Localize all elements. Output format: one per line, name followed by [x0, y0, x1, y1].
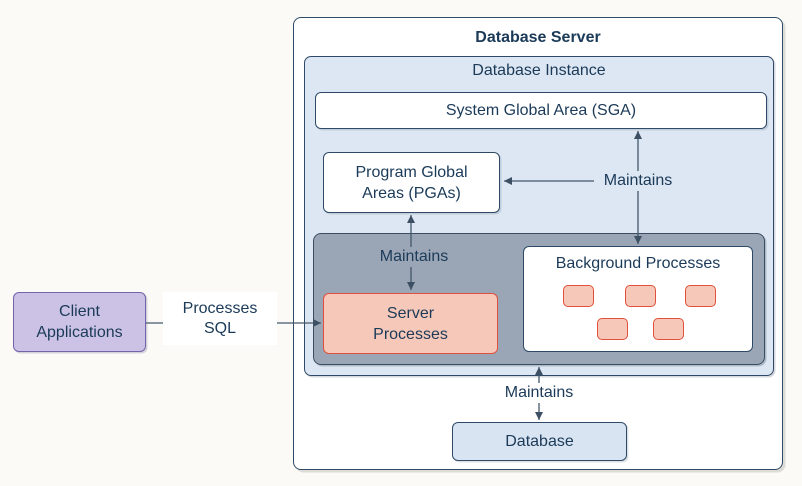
background-process-chip	[597, 318, 628, 340]
maintains-label-instance-to-database: Maintains	[495, 383, 583, 403]
sga-label: System Global Area (SGA)	[445, 101, 637, 119]
client-applications-label: Client Applications	[36, 303, 123, 341]
client-applications-box: Client Applications	[13, 292, 146, 352]
background-process-chip	[685, 285, 716, 307]
maintains-label-sga-to-pga: Maintains	[594, 171, 682, 191]
background-process-chip	[625, 285, 656, 307]
sga-box: System Global Area (SGA)	[315, 92, 767, 129]
database-label: Database	[505, 432, 574, 450]
database-box: Database	[452, 422, 627, 461]
server-processes-box: Server Processes	[323, 293, 498, 354]
pga-box: Program Global Areas (PGAs)	[323, 152, 500, 213]
background-processes-label: Background Processes	[555, 255, 721, 272]
background-process-chip	[653, 318, 684, 340]
background-process-chip	[563, 285, 594, 307]
pga-label: Program Global Areas (PGAs)	[355, 163, 468, 202]
maintains-label-pga-to-server: Maintains	[370, 247, 458, 267]
database-server-title: Database Server	[475, 29, 601, 46]
background-processes-box	[523, 246, 753, 352]
database-instance-title: Database Instance	[472, 62, 606, 79]
server-processes-label: Server Processes	[373, 304, 448, 343]
processes-sql-label: Processes SQL	[163, 292, 277, 345]
